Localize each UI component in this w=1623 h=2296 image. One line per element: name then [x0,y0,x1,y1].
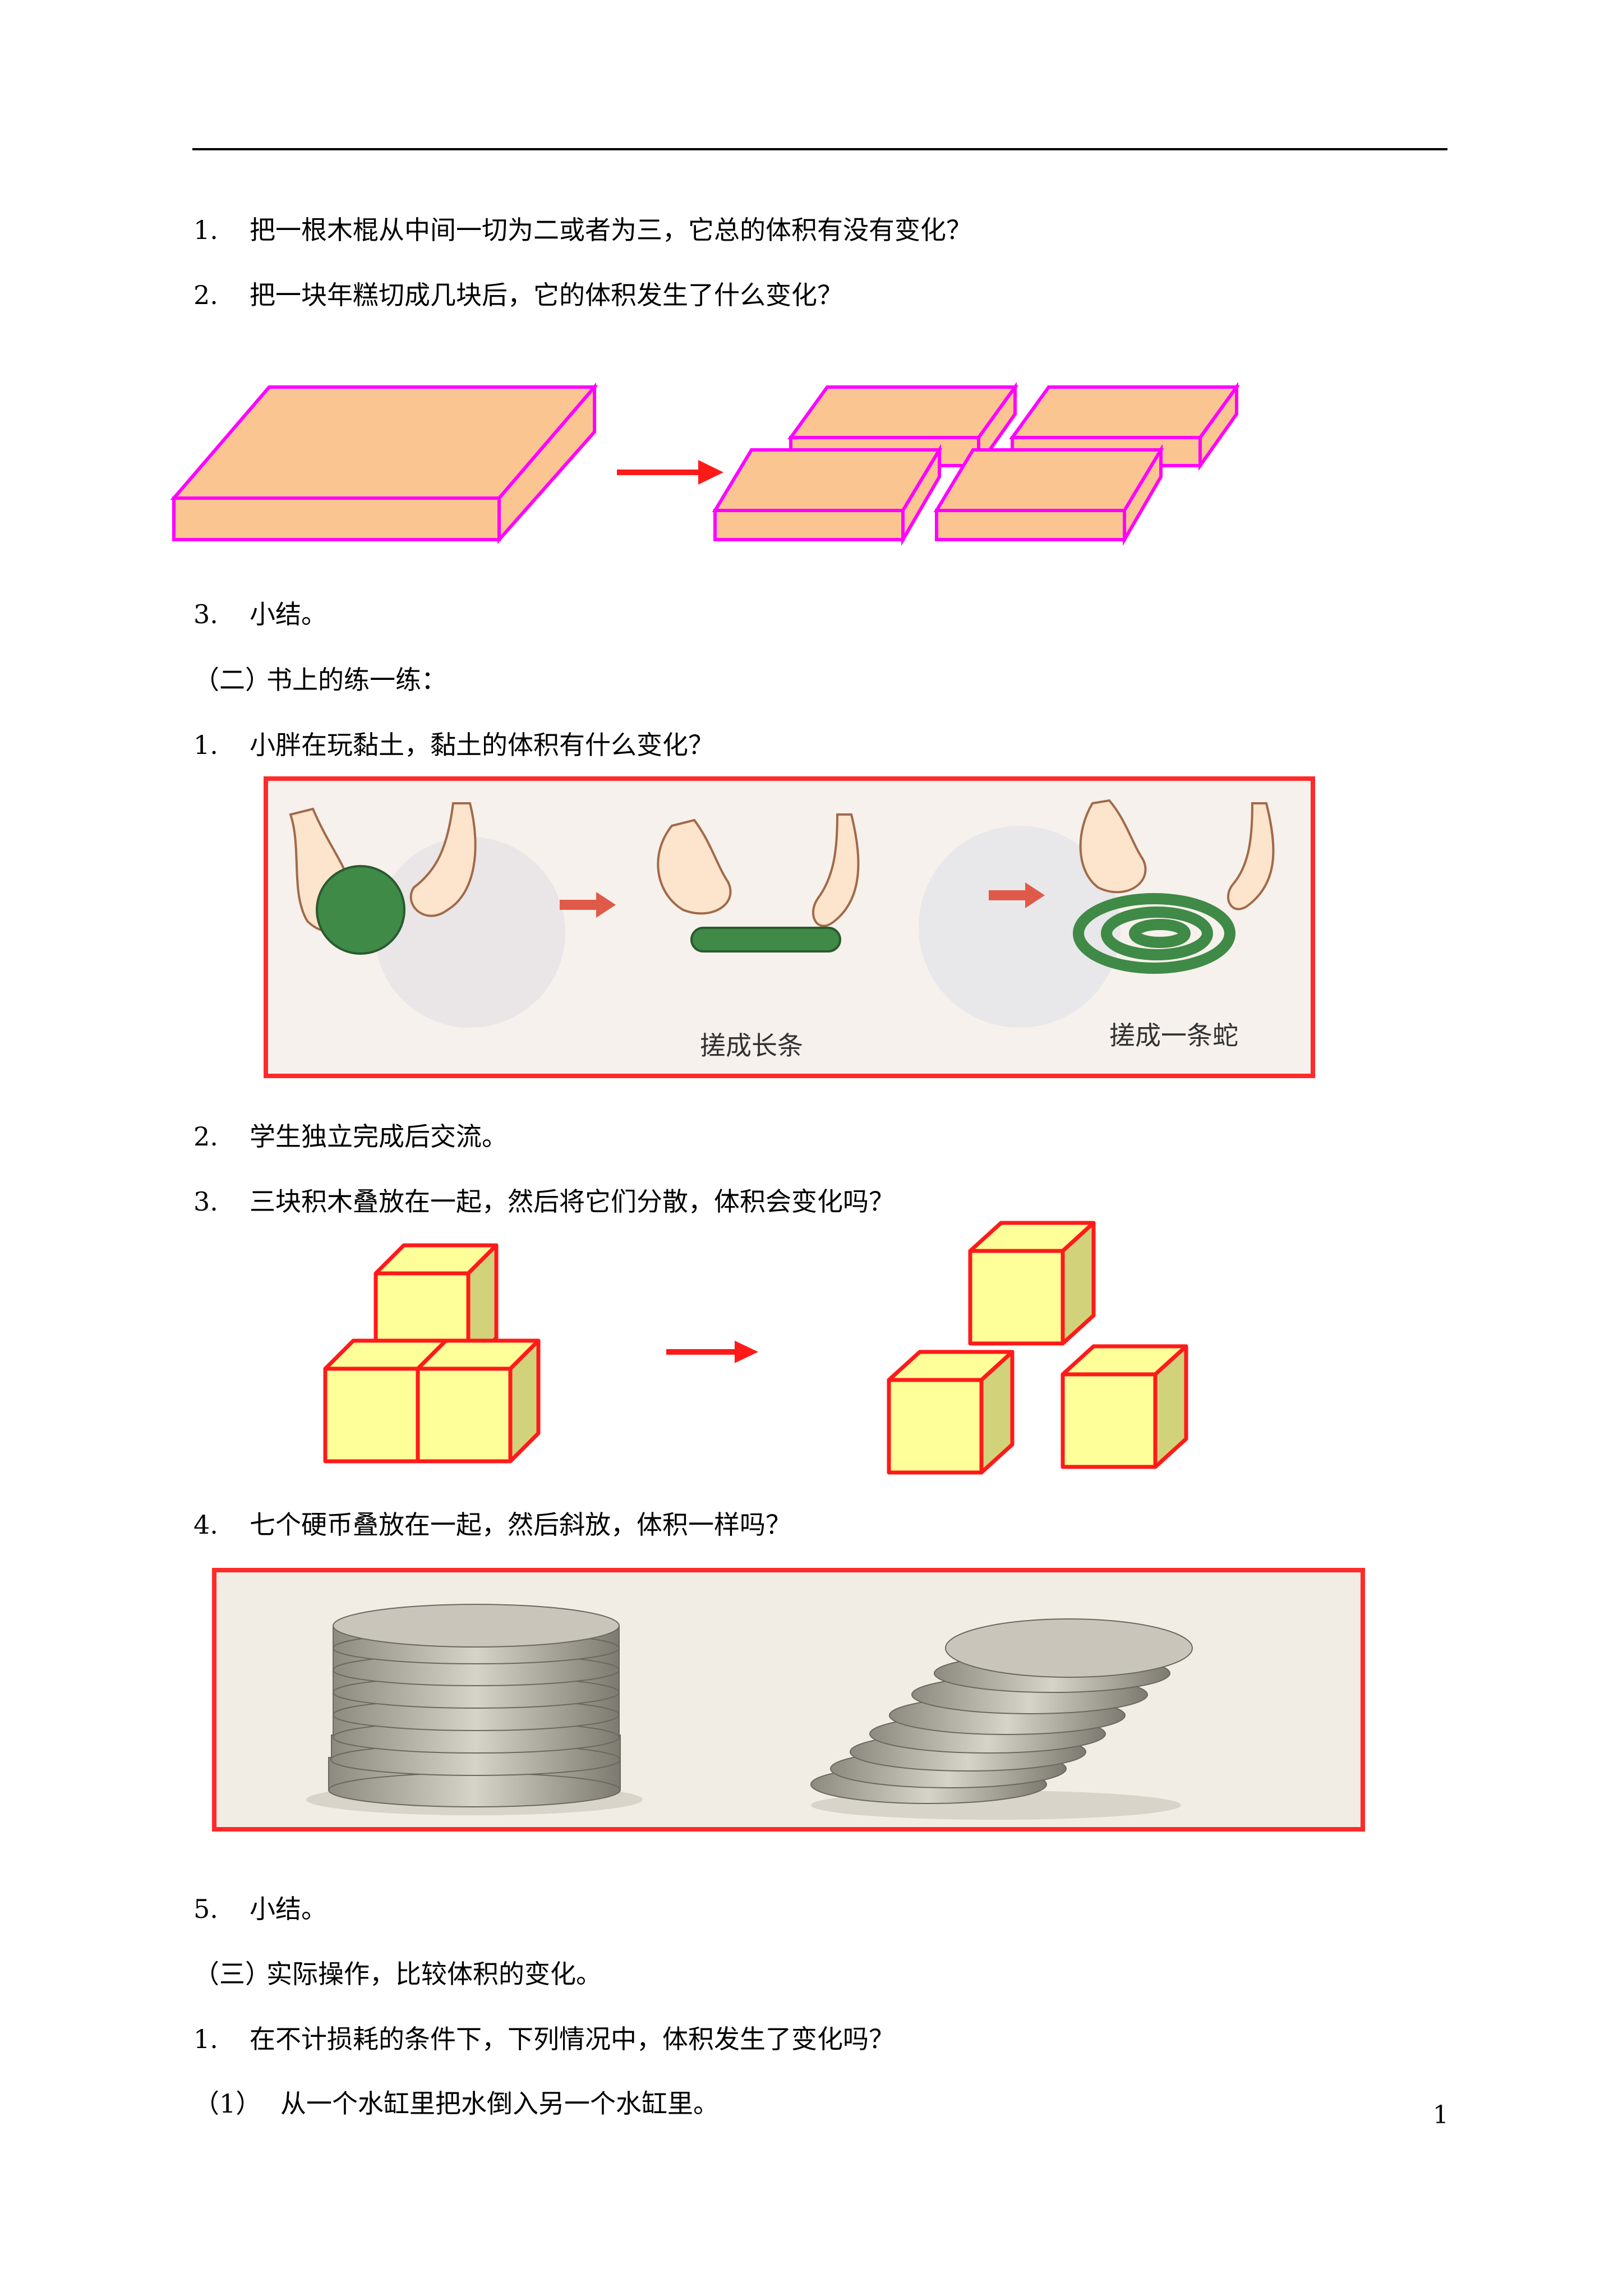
arrow-icon [617,460,723,485]
item-text: 小结。 [250,599,327,629]
arrow-icon [560,892,616,918]
item-text: 把一根木棍从中间一切为二或者为三，它总的体积有没有变化？ [250,215,972,245]
activity-1-1: （1） 从一个水缸里把水倒入另一个水缸里。 [193,2087,719,2120]
cake-piece [933,444,1164,546]
item-number: 2. [193,1121,218,1152]
hand-right [1227,802,1275,910]
section-3-heading: （三）实际操作，比较体积的变化。 [193,1957,602,1991]
block-separate [1061,1344,1188,1469]
arrow-icon [666,1341,758,1363]
exercise-3: 3. 三块积木叠放在一起，然后将它们分散，体积会变化吗？ [193,1185,895,1218]
section-2-heading: （二）书上的练一练： [193,663,447,697]
coins-figure [212,1568,1365,1832]
item-number: 3. [193,1186,218,1217]
clay-strip [690,927,841,953]
section-text: 书上的练一练： [266,665,447,695]
block-stacked-right [416,1338,541,1464]
hand-right [811,813,860,927]
item-text: 三块积木叠放在一起，然后将它们分散，体积会变化吗？ [250,1186,895,1217]
summary-2: 5. 小结。 [193,1892,327,1926]
hand-right [409,802,477,917]
item-number: 1. [193,215,218,245]
block-stacked-left [323,1338,448,1464]
cake-whole [170,382,598,544]
item-number: 1. [193,2024,218,2054]
coin-stack-straight [328,1604,621,1807]
hand-left [1079,799,1147,894]
item-text: 七个硬币叠放在一起，然后斜放，体积一样吗？ [250,1510,791,1540]
section-number: （二） [193,665,271,695]
clay-figure: 搓成长条 搓成一条蛇 [264,776,1315,1078]
section-number: （三） [193,1959,271,1989]
item-number: 4. [193,1510,218,1540]
coin-stack-slanted [810,1618,1193,1804]
item-number: 5. [193,1894,218,1924]
exercise-1: 1. 小胖在玩黏土，黏土的体积有什么变化？ [193,728,714,762]
item-number: 2. [193,280,218,310]
sub-item-number: （1） [193,2088,262,2119]
clay-ball [316,865,405,955]
exercise-2: 2. 学生独立完成后交流。 [193,1120,508,1153]
caption-snake: 搓成一条蛇 [1109,1020,1238,1051]
item-text: 小胖在玩黏土，黏土的体积有什么变化？ [250,730,714,760]
header-rule [192,148,1447,150]
exercise-4: 4. 七个硬币叠放在一起，然后斜放，体积一样吗？ [193,1508,791,1542]
section-text: 实际操作，比较体积的变化。 [266,1959,602,1989]
hand-left [657,818,732,915]
arrow-icon [989,882,1045,908]
block-separate [968,1221,1096,1346]
cake-cut-figure [170,381,1240,546]
question-1: 1. 把一根木棍从中间一切为二或者为三，它总的体积有没有变化？ [193,213,972,247]
clay-snake [1073,893,1235,974]
blocks-figure [323,1221,1188,1475]
question-2: 2. 把一块年糕切成几块后，它的体积发生了什么变化？ [193,278,843,312]
summary-1: 3. 小结。 [193,597,327,631]
item-text: 学生独立完成后交流。 [250,1121,508,1152]
item-number: 3. [193,599,218,629]
item-text: 把一块年糕切成几块后，它的体积发生了什么变化？ [250,280,843,310]
block-separate [887,1350,1015,1475]
item-number: 1. [193,730,218,760]
page-number: 1 [1433,2101,1449,2129]
cake-piece [712,444,943,546]
item-text: 小结。 [250,1894,327,1924]
item-text: 在不计损耗的条件下，下列情况中，体积发生了变化吗？ [250,2024,895,2054]
caption-strip: 搓成长条 [700,1030,803,1061]
activity-1: 1. 在不计损耗的条件下，下列情况中，体积发生了变化吗？ [193,2022,895,2056]
sub-item-text: 从一个水缸里把水倒入另一个水缸里。 [280,2088,719,2119]
